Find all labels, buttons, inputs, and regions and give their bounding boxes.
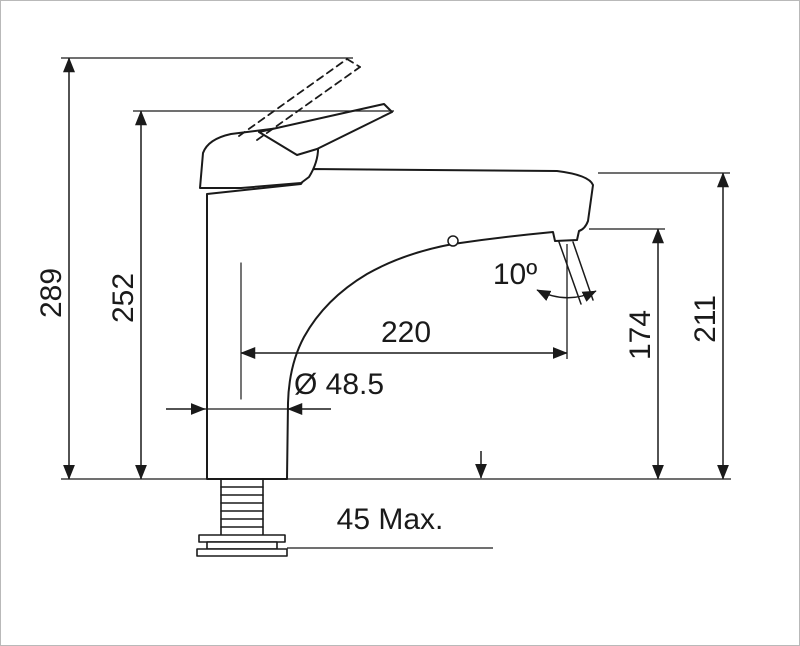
dimension-labels: 289 252 220 Ø 48.5 10º 174 211 45 Max.	[35, 258, 722, 536]
label-spray-angle: 10º	[493, 258, 537, 291]
label-outlet-height: 174	[624, 310, 657, 360]
mounting-shank	[196, 478, 288, 557]
faucet-outline	[196, 58, 594, 557]
angle-arc	[536, 289, 597, 302]
reference-lines	[61, 57, 731, 549]
label-body-height: 252	[107, 273, 140, 323]
dimension-lines	[63, 57, 729, 480]
label-base-diameter: Ø 48.5	[294, 368, 384, 401]
label-deck-thickness: 45 Max.	[337, 503, 444, 536]
handle-lever	[258, 103, 393, 156]
label-spout-top-height: 211	[689, 295, 722, 343]
label-overall-height: 289	[35, 268, 68, 318]
handle-lever-raised	[238, 58, 361, 141]
hose-dot	[447, 235, 459, 247]
label-spout-reach: 220	[381, 316, 431, 349]
